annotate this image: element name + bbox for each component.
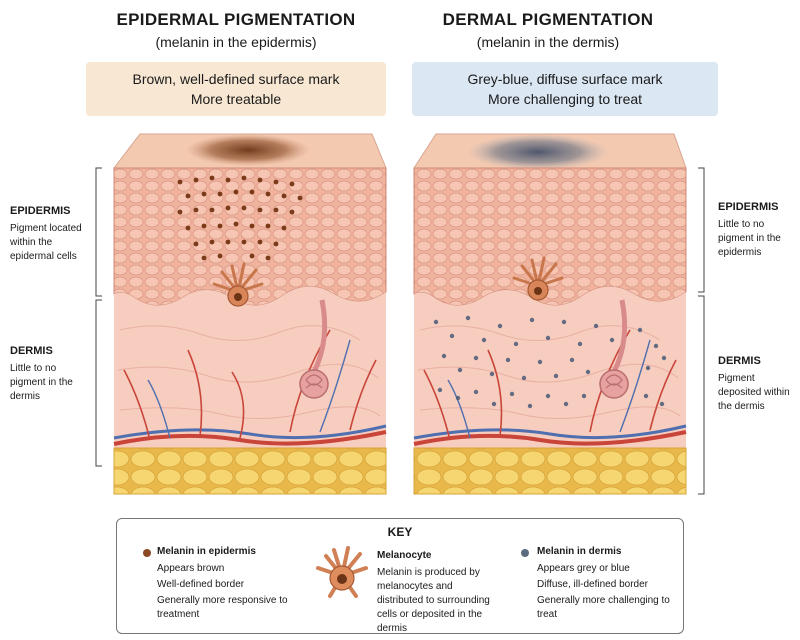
left-title: EPIDERMAL PIGMENTATION: [116, 10, 356, 29]
key-dermal-line: Appears grey or blue: [537, 563, 630, 574]
right-banner: Grey-blue, diffuse surface mark More cha…: [412, 62, 718, 116]
key-epidermal-head: Melanin in epidermis: [157, 546, 256, 557]
right-dermis-body: Pigment deposited within the dermis: [718, 373, 790, 412]
left-banner: Brown, well-defined surface mark More tr…: [86, 62, 386, 116]
left-epidermis-head: EPIDERMIS: [10, 205, 71, 217]
key-melanocyte-head: Melanocyte: [377, 550, 432, 561]
right-subtitle: (melanin in the dermis): [476, 34, 620, 50]
right-dermis-label: DERMIS Pigment deposited within the derm…: [718, 354, 792, 414]
left-dermis-head: DERMIS: [10, 345, 53, 357]
left-dermis-label: DERMIS Little to no pigment in the dermi…: [10, 344, 80, 404]
right-title: DERMAL PIGMENTATION: [442, 10, 654, 29]
key-dermal-head: Melanin in dermis: [537, 546, 622, 557]
left-epidermis-body: Pigment located within the epidermal cel…: [10, 223, 82, 262]
right-epidermis-label: EPIDERMIS Little to no pigment in the ep…: [718, 200, 794, 260]
key-melanocyte-icon: [316, 546, 368, 598]
key-epidermal: Melanin in epidermis Appears brown Well-…: [157, 545, 307, 624]
left-brown-surface-mark: [186, 134, 310, 166]
key-epidermal-line: Generally more responsive to treatment: [157, 595, 288, 620]
key-melanocyte-body: Melanin is produced by melanocytes and d…: [377, 567, 490, 634]
key-epidermal-line: Well-defined border: [157, 579, 245, 590]
left-subtitle: (melanin in the epidermis): [155, 34, 317, 50]
right-banner-line2: More challenging to treat: [487, 91, 643, 107]
left-epidermal-melanin: [177, 175, 303, 261]
right-skin-block: [413, 133, 687, 495]
key-dermal-line: Generally more challenging to treat: [537, 595, 670, 620]
key-title: KEY: [387, 525, 413, 539]
right-blue-surface-mark: [468, 134, 608, 170]
key-blue-dot: [521, 549, 529, 557]
layer-brackets: [95, 167, 705, 495]
right-epidermis-head: EPIDERMIS: [718, 201, 779, 213]
key-epidermal-line: Appears brown: [157, 563, 225, 574]
key-dermal: Melanin in dermis Appears grey or blue D…: [537, 545, 677, 624]
right-dermis-head: DERMIS: [718, 355, 761, 367]
right-melanocyte: [512, 256, 564, 301]
right-banner-line1: Grey-blue, diffuse surface mark: [467, 71, 663, 87]
right-epidermis-body: Little to no pigment in the epidermis: [718, 219, 781, 258]
key-dermal-line: Diffuse, ill-defined border: [537, 579, 648, 590]
key-panel: KEY Melanin in epidermis Appears brown W…: [116, 518, 684, 634]
left-banner-line1: Brown, well-defined surface mark: [132, 71, 340, 87]
left-epidermis-label: EPIDERMIS Pigment located within the epi…: [10, 204, 94, 264]
left-dermis-body: Little to no pigment in the dermis: [10, 363, 73, 402]
left-skin-block: [112, 133, 387, 495]
left-banner-line2: More treatable: [190, 91, 282, 107]
right-dermal-melanin: [433, 315, 667, 409]
key-brown-dot: [143, 549, 151, 557]
key-melanocyte: Melanocyte Melanin is produced by melano…: [377, 549, 497, 638]
left-melanocyte: [212, 262, 264, 307]
